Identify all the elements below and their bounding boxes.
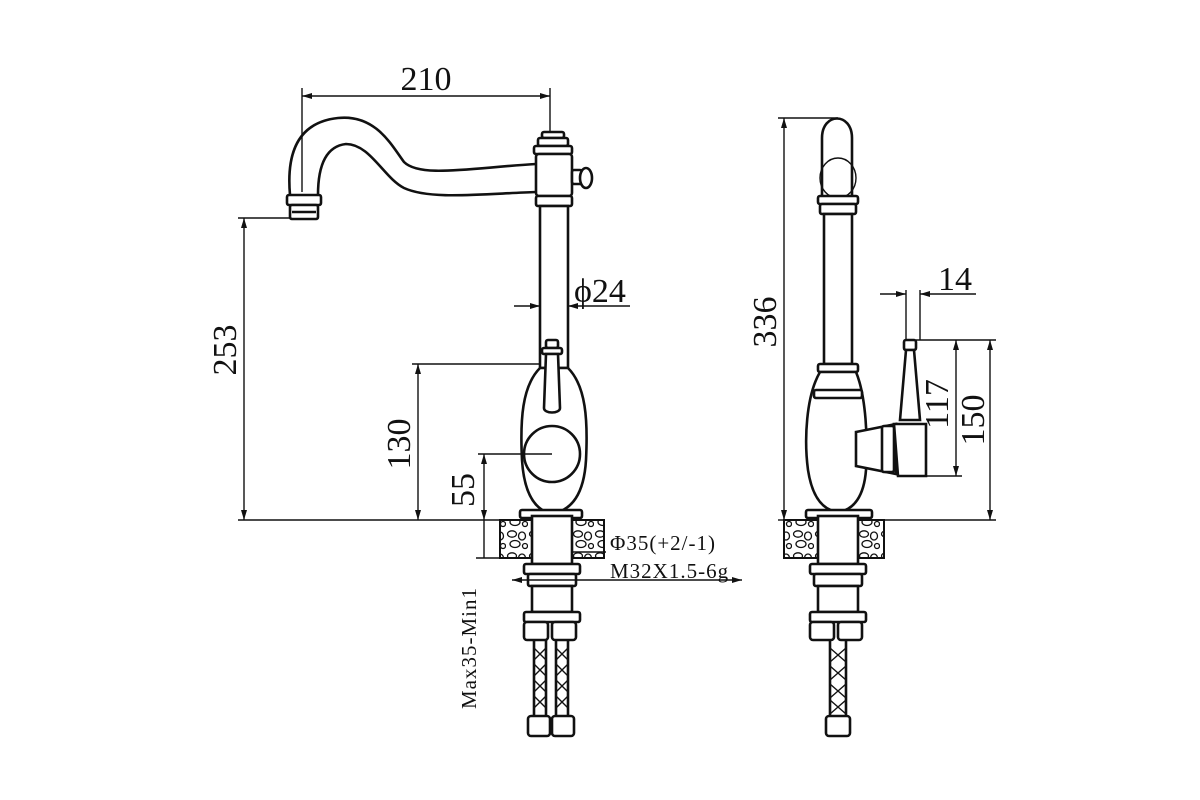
side-view: 336 14 117 150	[747, 117, 996, 738]
side-mounting	[783, 514, 885, 738]
front-column	[532, 130, 594, 370]
handle-offset-label: 14	[938, 261, 972, 298]
handle-top-total-label: 150	[955, 395, 992, 446]
side-body	[804, 338, 928, 520]
counter-thickness-label: Max35-Min1	[457, 587, 481, 709]
lever-height-label: 55	[445, 473, 482, 507]
side-spout	[816, 117, 860, 366]
mount-hole-label: Φ35(+2/-1)	[610, 531, 716, 555]
body-diameter-label: ϕ24	[574, 273, 626, 310]
handle-top-label: 117	[919, 379, 956, 429]
front-dimension-lines	[238, 88, 742, 583]
thread-label: M32X1.5-6g	[610, 559, 729, 583]
front-mounting	[499, 514, 605, 738]
side-dimension-lines	[778, 117, 996, 521]
spout-reach-label: 210	[401, 61, 452, 98]
front-view: 210 253 ϕ24 130 55 Φ35(+2/-1) M32X1.5-6g…	[207, 61, 742, 738]
total-height-label: 336	[747, 297, 784, 348]
handle-height-label: 130	[381, 419, 418, 470]
front-spout	[285, 116, 537, 221]
front-handle-body	[518, 338, 588, 520]
spout-height-label: 253	[207, 325, 244, 376]
